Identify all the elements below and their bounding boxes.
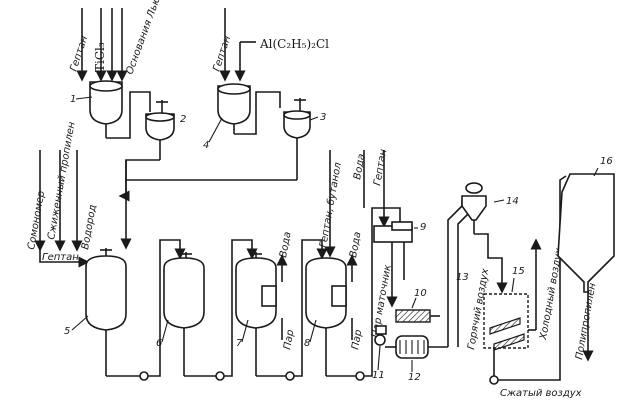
number-11: 11 bbox=[372, 370, 385, 381]
label-polypropylene: Полипропилен bbox=[574, 282, 598, 361]
label-compressed-air: Сжатый воздух bbox=[500, 388, 582, 399]
vessel-8 bbox=[305, 254, 358, 376]
label-heptane-3: Гептан bbox=[42, 252, 79, 263]
label-steam-8: Пар bbox=[350, 329, 364, 351]
label-heptane-2: Гептан bbox=[211, 34, 233, 73]
vessel-6 bbox=[163, 252, 205, 376]
dryer-12 bbox=[385, 335, 448, 359]
number-8: 8 bbox=[304, 338, 310, 349]
label-cold-air: Холодный воздух bbox=[538, 247, 565, 341]
label-heptane-1: Гептан bbox=[68, 34, 90, 73]
vessel-1 bbox=[89, 80, 123, 138]
number-2: 2 bbox=[180, 114, 186, 125]
centrifuge-9 bbox=[373, 221, 413, 308]
number-13: 13 bbox=[456, 272, 469, 283]
cyclone-14 bbox=[461, 182, 508, 294]
number-16: 16 bbox=[600, 156, 613, 167]
number-1: 1 bbox=[70, 94, 76, 105]
number-15: 15 bbox=[512, 266, 525, 277]
vessel-2 bbox=[145, 100, 175, 160]
silo-16 bbox=[557, 173, 615, 362]
vessel-4 bbox=[217, 83, 251, 134]
label-water-top: Вода bbox=[352, 153, 367, 181]
number-14: 14 bbox=[506, 196, 519, 207]
label-lewis-bases: Основания Льюиса bbox=[124, 0, 169, 76]
label-heptane-butanol: Гептан, бутанол bbox=[317, 161, 344, 249]
label-hydrogen: Водород bbox=[80, 204, 99, 251]
number-5: 5 bbox=[64, 326, 70, 337]
label-steam-7: Пар bbox=[282, 329, 296, 351]
number-9: 9 bbox=[420, 222, 426, 233]
label-ticl3: TiCl₃ bbox=[93, 42, 107, 72]
label-heptane-top: Гептан bbox=[372, 148, 389, 187]
vessel-3 bbox=[283, 98, 311, 180]
vessel-7 bbox=[235, 252, 288, 376]
air-pump bbox=[489, 375, 499, 385]
label-water-8: Вода bbox=[348, 231, 363, 259]
pump-11 bbox=[374, 334, 386, 346]
label-propylene: Сжиженный пропилен bbox=[46, 121, 78, 241]
label-aluminum: Al(C₂H₅)₂Cl bbox=[259, 37, 329, 51]
number-6: 6 bbox=[156, 338, 162, 349]
number-12: 12 bbox=[408, 372, 421, 383]
label-water-7: Вода bbox=[278, 231, 293, 259]
number-10: 10 bbox=[414, 288, 427, 299]
number-4: 4 bbox=[203, 140, 209, 151]
feed-lines-vessel-1 bbox=[76, 8, 128, 82]
vessel-5 bbox=[85, 248, 127, 376]
number-3: 3 bbox=[320, 112, 326, 123]
screw-conveyor-10 bbox=[395, 309, 440, 323]
fluid-bed-dryer-15 bbox=[483, 293, 529, 376]
number-7: 7 bbox=[236, 338, 243, 349]
label-comonomer: Сомономер bbox=[26, 190, 47, 250]
